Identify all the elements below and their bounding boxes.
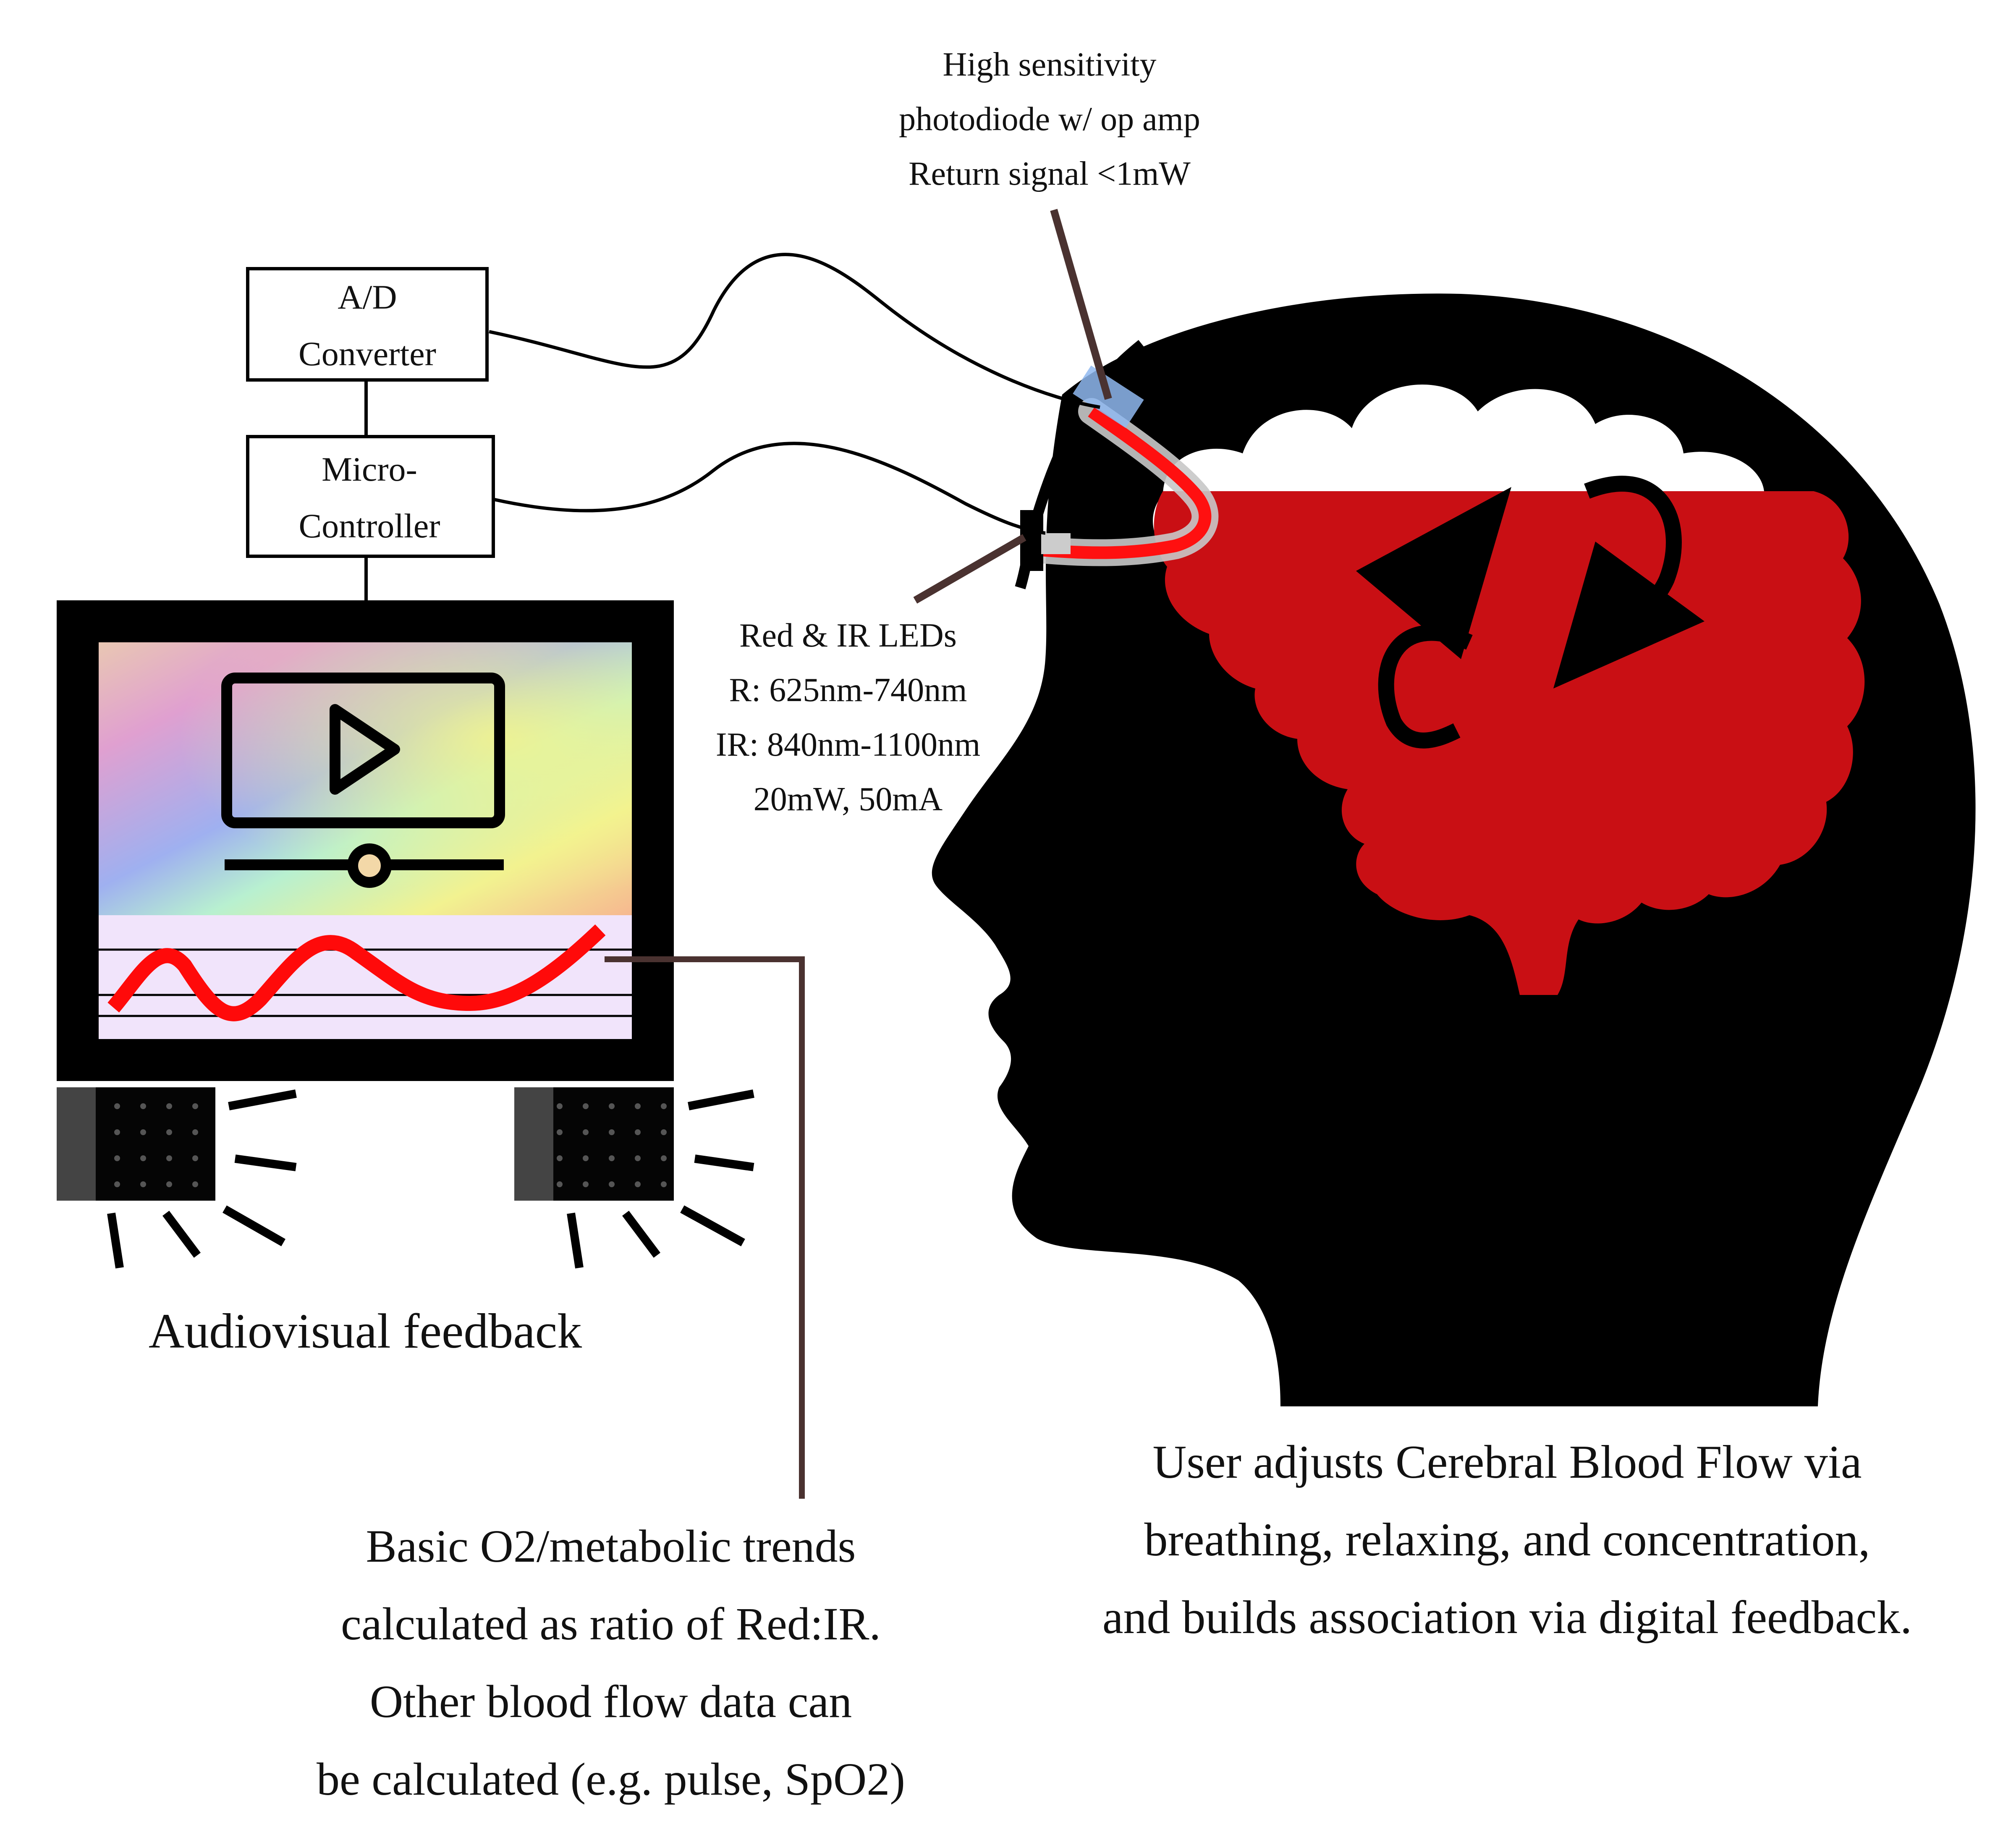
signal-graph [99, 915, 632, 1039]
sound-waves-icon [567, 1089, 754, 1269]
mcu-label-line1: Micro- [322, 450, 417, 488]
leds-line1: Red & IR LEDs [739, 617, 957, 654]
trends-line3: Other blood flow data can [370, 1676, 852, 1727]
trends-line1: Basic O2/metabolic trends [366, 1521, 856, 1572]
leds-annotation: Red & IR LEDs R: 625nm-740nm IR: 840nm-1… [716, 617, 980, 818]
photodiode-line1: High sensitivity [943, 46, 1157, 83]
user-line1: User adjusts Cerebral Blood Flow via [1152, 1436, 1862, 1488]
signal-wire-adc [489, 253, 1100, 409]
mcu-box: Micro- Controller [246, 435, 495, 558]
adc-box: A/D Converter [246, 267, 489, 382]
signal-trace [107, 924, 606, 1021]
adc-label-line1: A/D [338, 278, 397, 316]
monitor [57, 600, 674, 1081]
trends-line2: calculated as ratio of Red:IR. [341, 1598, 881, 1649]
adc-label-line2: Converter [298, 335, 436, 373]
leds-line2: R: 625nm-740nm [729, 672, 967, 709]
speaker-right [514, 1087, 754, 1269]
photodiode-line2: photodiode w/ op amp [899, 101, 1200, 138]
feedback-pointer [605, 956, 805, 1499]
leds-line4: 20mW, 50mA [754, 781, 943, 818]
trends-line4: be calculated (e.g. pulse, SpO2) [317, 1754, 905, 1805]
trends-annotation: Basic O2/metabolic trends calculated as … [317, 1521, 905, 1805]
circular-arrows-icon [1356, 476, 1704, 749]
signal-wire-mcu [494, 442, 1046, 535]
speaker-left [57, 1087, 297, 1269]
leds-line3: IR: 840nm-1100nm [716, 726, 980, 763]
photodiode-pointer [1050, 209, 1112, 400]
led-pointer [913, 534, 1026, 604]
user-line3: and builds association via digital feedb… [1102, 1592, 1912, 1644]
sound-waves-icon [107, 1089, 297, 1269]
photodiode-line3: Return signal <1mW [909, 155, 1191, 192]
user-annotation: User adjusts Cerebral Blood Flow via bre… [1102, 1436, 1912, 1644]
photodiode-annotation: High sensitivity photodiode w/ op amp Re… [899, 46, 1200, 192]
mcu-label-line2: Controller [298, 507, 440, 545]
feedback-label: Audiovisual feedback [149, 1304, 582, 1359]
user-line2: breathing, relaxing, and concentration, [1144, 1514, 1870, 1566]
video-player-icon [221, 673, 505, 888]
